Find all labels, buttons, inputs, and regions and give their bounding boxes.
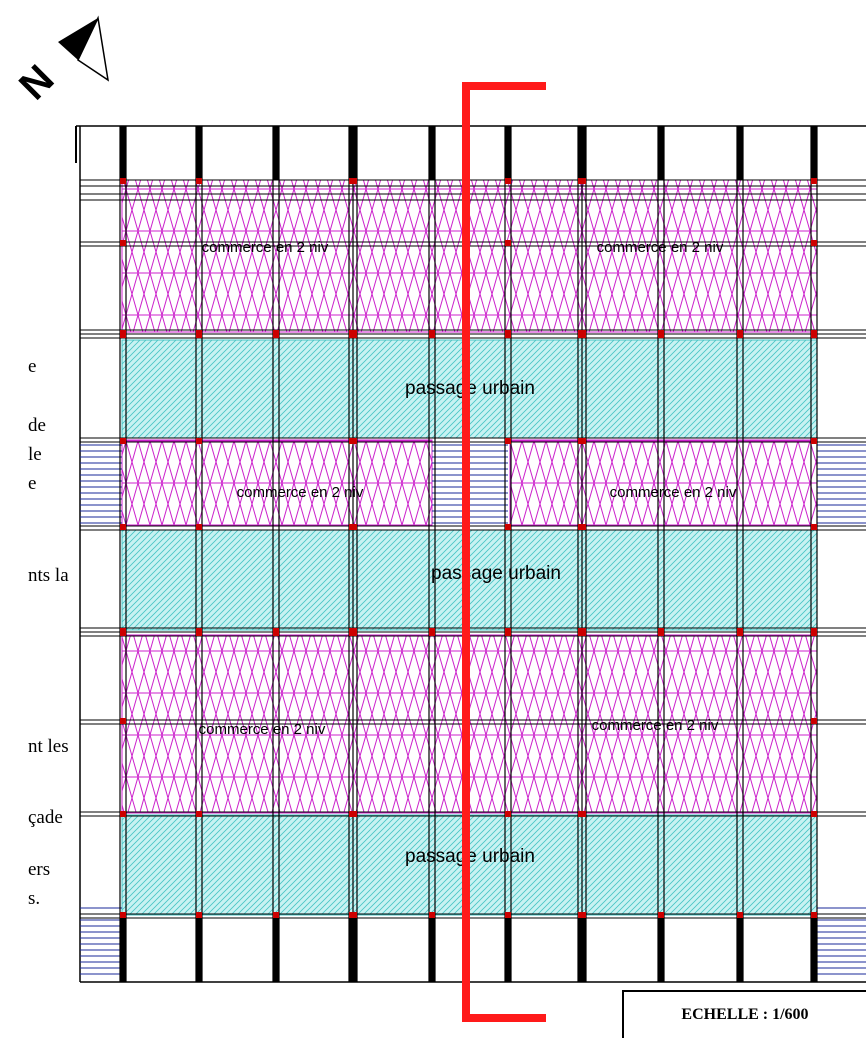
commerce-label: commerce en 2 niv <box>592 717 719 734</box>
beams <box>80 179 866 919</box>
section-cut-line <box>462 82 546 1022</box>
side-text-fragment: s. <box>28 888 41 909</box>
stair-right-upper <box>817 444 866 524</box>
side-text-fragment: e <box>28 473 37 494</box>
side-text-fragment: de <box>28 415 46 436</box>
side-text-fragment: e <box>28 356 37 377</box>
scale-label: ECHELLE : 1/600 <box>622 990 866 1038</box>
column-stubs <box>120 126 817 982</box>
commerce-label: commerce en 2 niv <box>202 239 329 256</box>
north-arrow-icon: N <box>11 15 110 109</box>
column-nodes <box>120 178 817 918</box>
commerce-label: commerce en 2 niv <box>237 484 364 501</box>
side-text-fragment: le <box>28 444 42 465</box>
side-text-fragment: nt les <box>28 736 69 757</box>
stair-left-upper <box>80 444 122 524</box>
building-frame <box>75 125 866 983</box>
side-text-fragment: çade <box>28 807 63 828</box>
side-text-fragment: ers <box>28 859 51 880</box>
side-text-fragment: nts la <box>28 565 69 586</box>
stair-left-lower <box>80 907 122 975</box>
commerce-label: commerce en 2 niv <box>610 484 737 501</box>
commerce-block <box>121 439 433 527</box>
passage-label: passage urbain <box>431 563 561 584</box>
commerce-label: commerce en 2 niv <box>597 239 724 256</box>
commerce-label: commerce en 2 niv <box>199 721 326 738</box>
svg-text:N: N <box>11 57 63 109</box>
columns <box>119 126 818 982</box>
